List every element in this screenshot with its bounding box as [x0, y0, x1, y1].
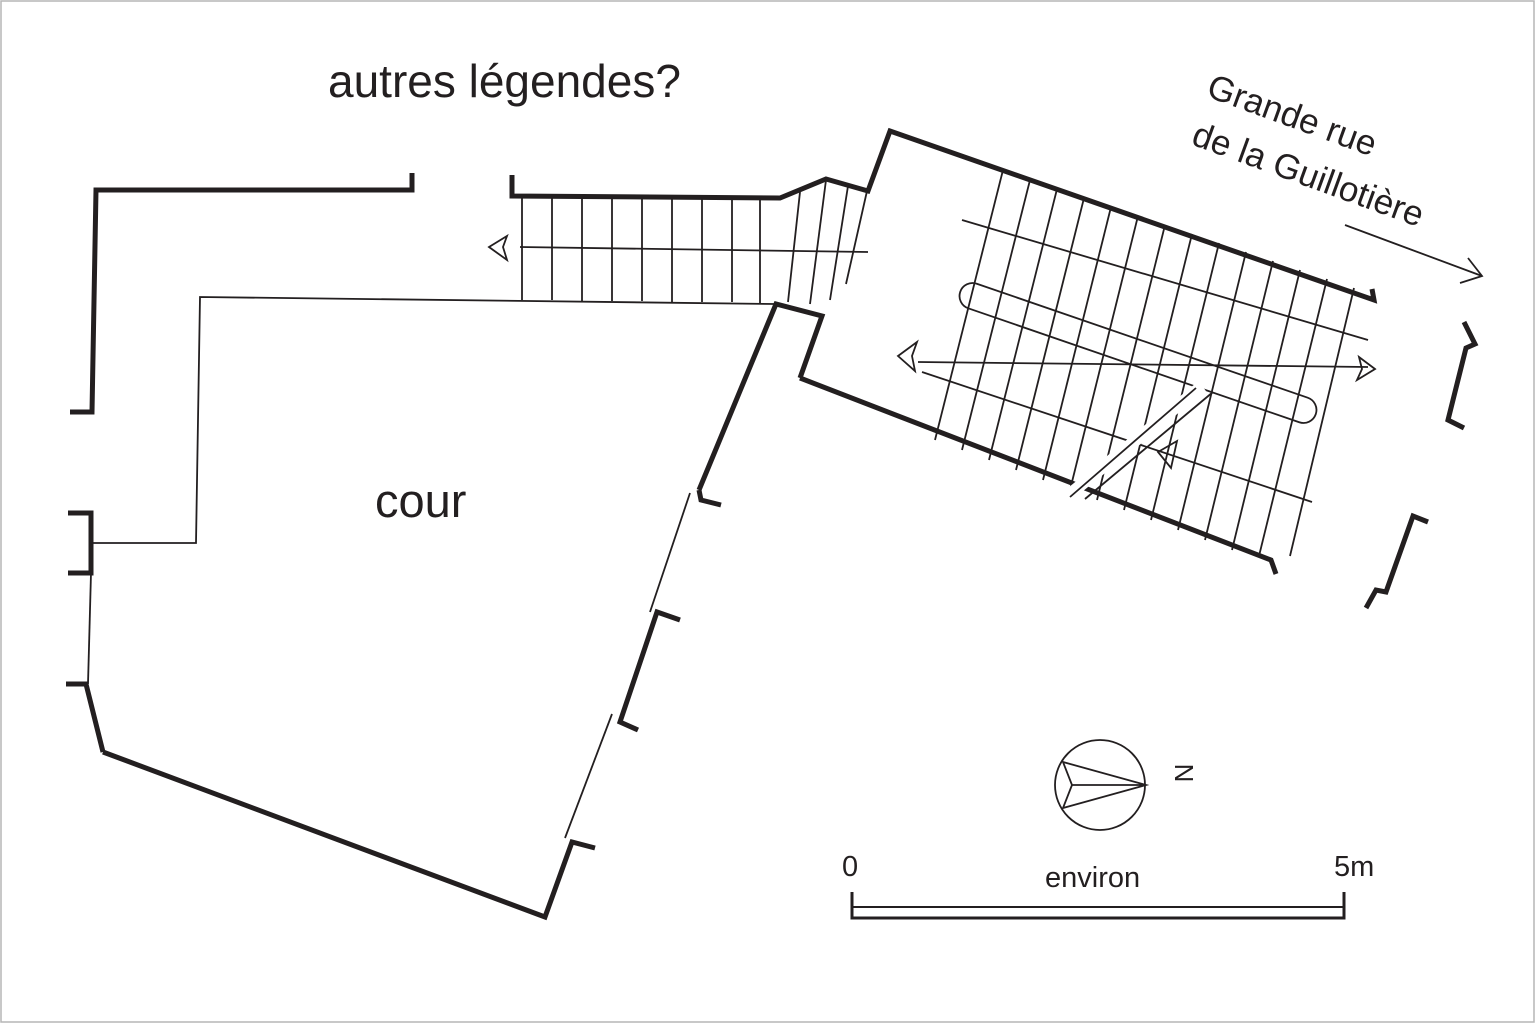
left-wall — [70, 173, 415, 415]
scale-end-label: 5m — [1334, 851, 1374, 883]
section-cut-marks — [1066, 381, 1214, 500]
stair-south-wall — [799, 375, 1279, 575]
main-stair-treads — [896, 169, 1377, 557]
courtyard-outline — [91, 296, 776, 544]
street-door-jamb-lower — [1363, 512, 1429, 610]
north-compass: N — [1054, 739, 1199, 831]
scale-bar: 0 5m environ — [842, 851, 1374, 920]
courtyard-east-wall-upper — [696, 301, 826, 491]
courtyard-wall-segment — [616, 608, 681, 733]
west-door-jamb-upper — [68, 510, 94, 576]
west-door-jamb-lower — [66, 681, 106, 753]
courtyard-label: cour — [375, 474, 466, 527]
courtyard-south-wall — [102, 749, 596, 921]
title-text: autres légendes? — [328, 55, 681, 107]
upper-stair-arrow — [487, 233, 509, 263]
main-stair-arrow-right — [1354, 354, 1377, 383]
scale-bar-outline — [850, 892, 1346, 920]
courtyard-window-1 — [649, 492, 691, 613]
main-stair-arrow-left — [896, 339, 919, 374]
lower-flight-arrow — [1156, 439, 1179, 471]
courtyard-window-jamb-1 — [696, 489, 722, 508]
street-door-jamb-upper — [1445, 320, 1479, 431]
courtyard-west-edge — [87, 572, 92, 685]
courtyard-window-2 — [564, 713, 613, 839]
compass-needle — [1061, 760, 1150, 810]
stair-central-rail — [958, 282, 1318, 424]
upper-stair-treads — [487, 179, 869, 305]
passage-north-wall — [509, 127, 1378, 304]
north-label: N — [1169, 764, 1199, 783]
street-direction-arrow — [1344, 224, 1484, 284]
scale-start-label: 0 — [842, 851, 858, 883]
scale-caption: environ — [1045, 862, 1140, 894]
